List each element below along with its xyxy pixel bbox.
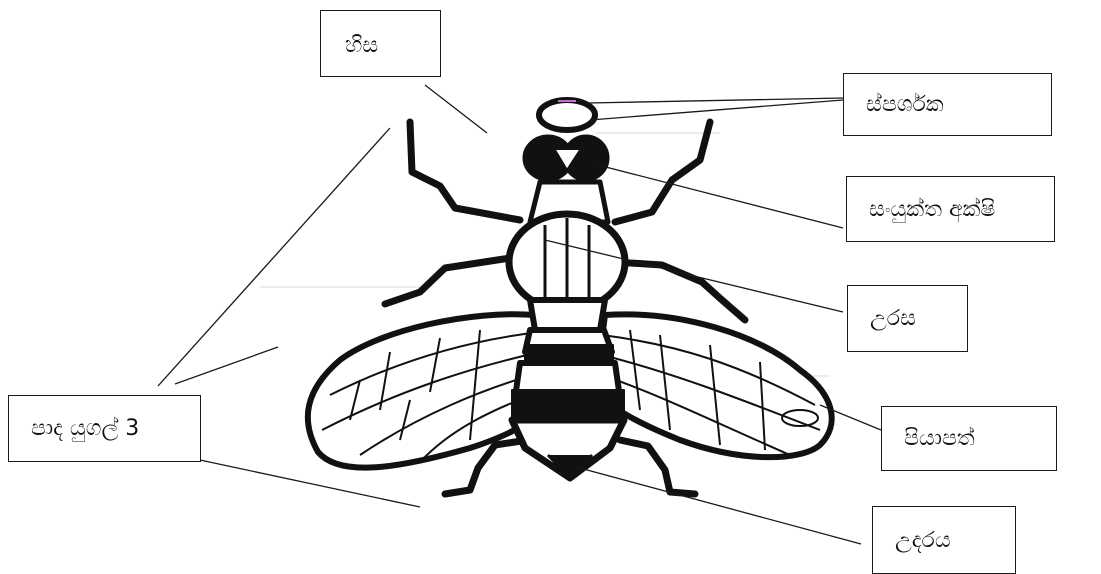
leader-antenna-1 <box>588 98 843 103</box>
label-legs: පාද යුගල් 3 <box>8 395 201 462</box>
label-abdomen: උදරය <box>872 506 1016 574</box>
label-antenna: ස්පර්ශක <box>843 73 1052 136</box>
leader-head <box>425 85 487 133</box>
fly-body <box>509 100 625 478</box>
label-compound-eye-text: සංයුක්ත අක්ෂි <box>869 197 995 222</box>
label-legs-text: පාද යුගල් 3 <box>31 416 139 441</box>
leader-antenna-2 <box>590 100 843 120</box>
label-wings: පියාපත් <box>881 406 1057 471</box>
leader-legs-2 <box>175 347 278 384</box>
right-wing <box>596 314 832 457</box>
label-wings-text: පියාපත් <box>904 426 975 451</box>
label-head: හිස <box>320 10 441 77</box>
label-antenna-text: ස්පර්ශක <box>866 92 944 117</box>
label-thorax: උරස <box>847 285 968 352</box>
antenna-ring <box>539 100 595 130</box>
label-thorax-text: උරස <box>870 306 916 331</box>
label-abdomen-text: උදරය <box>895 528 951 553</box>
leader-abdomen <box>576 467 861 544</box>
label-compound-eye: සංයුක්ත අක්ෂි <box>846 176 1055 242</box>
label-head-text: හිස <box>345 33 378 58</box>
